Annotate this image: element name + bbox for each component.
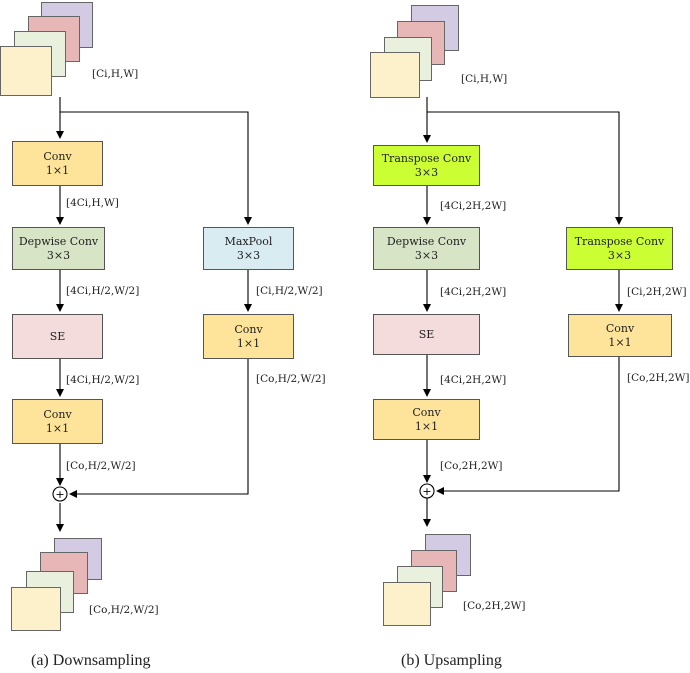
up-transpose-conv-branch-block: Transpose Conv 3×3	[566, 227, 673, 270]
block-kernel: 1×1	[608, 335, 632, 349]
block-kernel: 1×1	[414, 419, 439, 433]
down-input-label: [Ci,H,W]	[92, 68, 139, 80]
down-output-label: [Co,H/2,W/2]	[89, 604, 159, 616]
down-conv-1x1-block: Conv 1×1	[12, 141, 103, 186]
feature-sheet-yellow	[383, 582, 431, 626]
feature-sheet-yellow	[370, 52, 420, 98]
down-shape-label-4: [Co,H/2,W/2]	[66, 460, 136, 472]
block-title: Depwise Conv	[18, 234, 99, 248]
down-adder-symbol: +	[55, 488, 64, 501]
up-adder-symbol: +	[422, 485, 431, 498]
upsampling-caption: (b) Upsampling	[401, 652, 502, 669]
up-depwise-conv-block: Depwise Conv 3×3	[373, 227, 480, 270]
up-shape-label-3: [4Ci,2H,2W]	[440, 374, 507, 386]
block-title: Conv	[43, 149, 72, 163]
block-kernel: 3×3	[607, 248, 632, 262]
up-output-label: [Co,2H,2W]	[463, 600, 526, 612]
block-title: Transpose Conv	[574, 234, 665, 248]
up-shape-label-r1: [Ci,2H,2W]	[627, 286, 687, 298]
down-arrow-r2	[69, 359, 249, 498]
feature-sheet-yellow	[0, 46, 52, 96]
up-arrow-r2	[436, 356, 620, 495]
down-shape-label-2: [4Ci,H/2,W/2]	[66, 285, 140, 297]
downsampling-caption: (a) Downsampling	[31, 652, 151, 669]
up-shape-label-4: [Co,2H,2W]	[440, 460, 503, 472]
down-maxpool-block: MaxPool 3×3	[203, 227, 294, 270]
down-shape-label-r2: [Co,H/2,W/2]	[256, 373, 326, 385]
block-title: Conv	[43, 407, 72, 421]
block-kernel: 1×1	[236, 336, 261, 350]
block-title: MaxPool	[224, 234, 273, 248]
up-shape-label-r2: [Co,2H,2W]	[627, 372, 690, 384]
up-conv-1x1-branch-block: Conv 1×1	[568, 314, 672, 357]
down-conv-1x1-block-2: Conv 1×1	[12, 399, 103, 444]
up-shape-label-2: [4Ci,2H,2W]	[440, 286, 507, 298]
down-adder-circle	[52, 486, 68, 502]
feature-sheet-yellow	[11, 587, 61, 631]
up-transpose-conv-block: Transpose Conv 3×3	[373, 145, 480, 186]
block-title: SE	[418, 327, 435, 341]
block-kernel: 1×1	[45, 163, 70, 177]
block-title: Transpose Conv	[381, 151, 472, 165]
up-shape-label-1: [4Ci,2H,2W]	[440, 200, 507, 212]
block-title: Depwise Conv	[386, 234, 467, 248]
down-depwise-conv-block: Depwise Conv 3×3	[12, 227, 105, 270]
block-kernel: 3×3	[414, 248, 439, 262]
up-se-block: SE	[373, 314, 480, 355]
down-shape-label-1: [4Ci,H,W]	[66, 197, 119, 209]
up-input-label: [Ci,H,W]	[461, 73, 508, 85]
block-title: Conv	[234, 322, 263, 336]
up-branch-line	[427, 111, 623, 225]
down-conv-1x1-branch-block: Conv 1×1	[203, 314, 294, 359]
block-kernel: 3×3	[46, 248, 71, 262]
down-se-block: SE	[12, 314, 103, 359]
block-title: SE	[49, 329, 66, 343]
down-branch-line	[60, 111, 252, 225]
block-kernel: 1×1	[45, 421, 70, 435]
down-shape-label-3: [4Ci,H/2,W/2]	[66, 374, 140, 386]
block-kernel: 3×3	[236, 248, 261, 262]
block-title: Conv	[605, 321, 635, 335]
up-adder-circle	[419, 483, 435, 499]
block-title: Conv	[412, 405, 441, 419]
block-kernel: 3×3	[414, 165, 439, 179]
down-shape-label-r1: [Ci,H/2,W/2]	[256, 285, 323, 297]
up-conv-1x1-block: Conv 1×1	[373, 399, 480, 440]
